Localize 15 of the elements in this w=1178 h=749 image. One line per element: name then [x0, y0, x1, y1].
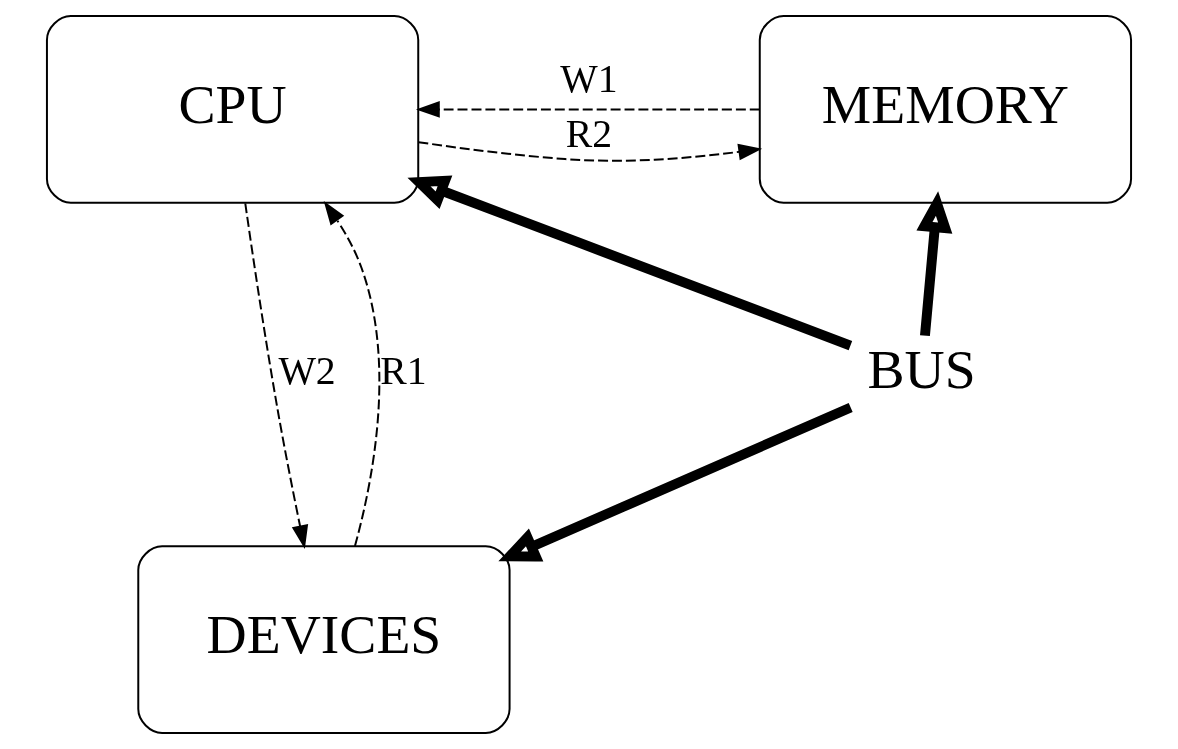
arrow — [498, 402, 853, 562]
edge-label: R2 — [565, 112, 613, 157]
node-box: MEMORY — [758, 15, 1133, 204]
arrow — [916, 191, 953, 337]
node-box: CPU — [45, 15, 420, 204]
arrow — [244, 202, 309, 550]
edge-label: W2 — [278, 349, 336, 394]
edge-label: W1 — [560, 56, 618, 101]
arrow — [415, 101, 761, 118]
node-text: BUS — [867, 338, 976, 401]
arrow — [407, 175, 853, 351]
node-box: DEVICES — [137, 545, 511, 734]
arrow — [417, 141, 763, 162]
edge-label: R1 — [380, 349, 427, 394]
arrow — [323, 201, 381, 548]
